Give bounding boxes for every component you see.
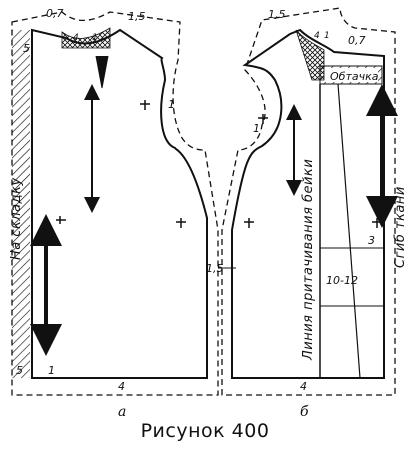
facing-line-text-b: Линия притачивания бейки: [301, 159, 316, 361]
front-piece-outline-a: [31, 28, 208, 379]
facing-width-b: 10-12: [326, 274, 358, 287]
fold-text-b: Сгиб ткани: [393, 186, 408, 268]
allowance-armhole-a: 1: [168, 98, 175, 111]
neck-facing-a: [61, 27, 111, 49]
allowance-bottom-left-a: 5: [16, 364, 23, 377]
allowance-neck-a: 0,7: [46, 7, 64, 20]
allowance-top-left-a: 5: [23, 42, 30, 55]
allowance-shoulder-b: 1,5: [268, 8, 286, 21]
allowance-hem-b: 4: [300, 380, 307, 393]
fold-text-a: На складку: [9, 177, 24, 260]
allowance-dart-b-a: 1: [92, 33, 98, 43]
facing-text-b: Обтачка: [330, 70, 379, 83]
panel-label-b: б: [300, 404, 309, 420]
panel-label-a: а: [118, 404, 126, 420]
panel-b: Обтачка 1,5 0,7 4 1 1 3 10-12 4 Линия пр…: [221, 7, 408, 420]
allowance-armhole-b: 1: [253, 122, 260, 135]
allowance-dart-b: 4: [314, 31, 320, 41]
allowance-hem-a: 4: [118, 380, 125, 393]
neck-facing-b: [295, 29, 325, 81]
dart-a: [95, 55, 109, 89]
back-piece-outline-b: [231, 28, 385, 379]
cut-line-b: [221, 7, 396, 396]
allowance-neck-b: 0,7: [348, 34, 366, 47]
cut-line-a: [11, 11, 219, 396]
side-seam-allowance: 1,5: [206, 262, 224, 275]
facing-edge-b: [337, 83, 361, 379]
allowance-shoulder-a: 1,5: [128, 10, 146, 23]
allowance-dart-a: 4: [73, 33, 79, 43]
figure-caption: Рисунок 400: [140, 420, 270, 442]
allowance-side-right-b: 3: [368, 234, 375, 247]
panel-a: 0,7 1,5 5 4 1 1 5 1 4 На складку а: [9, 7, 219, 420]
allowance-dart-b-b: 1: [324, 31, 330, 41]
allowance-bottom-center-a: 1: [48, 364, 55, 377]
